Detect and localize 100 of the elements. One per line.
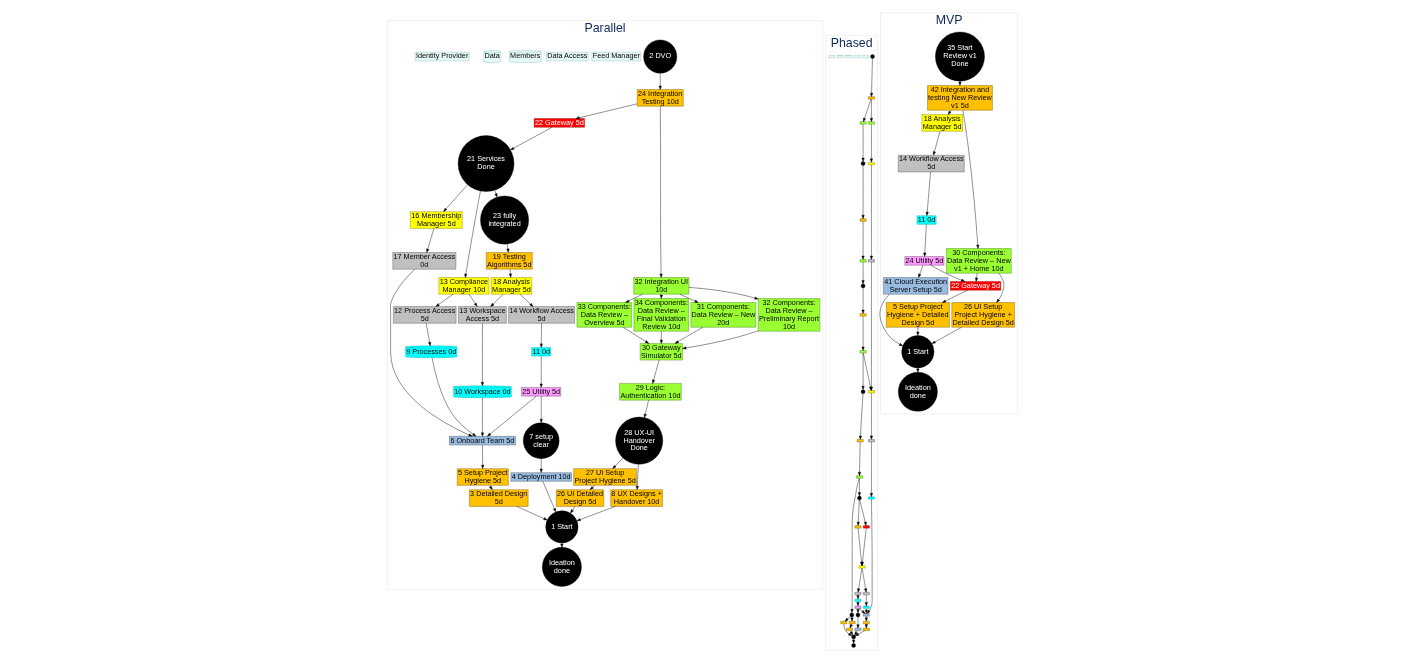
arrow xyxy=(516,506,548,521)
arrow xyxy=(947,110,952,115)
arrow xyxy=(425,323,432,346)
node-box: 17 Member Access 0d xyxy=(392,252,457,270)
node-box xyxy=(868,259,875,263)
arrow xyxy=(431,357,477,437)
arrow xyxy=(931,327,962,344)
arrow xyxy=(861,124,865,162)
arrow xyxy=(856,499,860,526)
node-box xyxy=(856,475,863,479)
arrow xyxy=(506,243,510,253)
node-box xyxy=(863,628,870,631)
node-box: 13 Workspace Access 5d xyxy=(458,306,507,324)
node-circle xyxy=(851,643,856,648)
arrow xyxy=(688,287,759,300)
node-box xyxy=(863,525,870,529)
arrow xyxy=(539,323,543,348)
node-box-text: 4 Deployment 10d xyxy=(510,472,572,482)
arrow xyxy=(925,171,931,216)
node-circle xyxy=(860,389,866,394)
arrow xyxy=(849,630,853,636)
arrow xyxy=(942,290,968,303)
node-box xyxy=(859,313,867,317)
node-box: 14 Workflow Access 5d xyxy=(508,306,575,324)
arrow xyxy=(879,294,903,347)
arrow xyxy=(519,294,534,307)
node-box xyxy=(868,121,875,125)
arrow xyxy=(861,352,865,390)
node-circle: 7 setup clear xyxy=(523,422,560,459)
node-box: 11 0d xyxy=(531,347,551,357)
node-box xyxy=(856,439,864,443)
arrow xyxy=(542,481,556,513)
arrow xyxy=(916,327,920,336)
node-box: 16 Membership Manager 5d xyxy=(410,211,463,229)
node-box xyxy=(859,259,867,263)
node-box xyxy=(858,565,866,569)
node-box-text: 24 Utility 5d xyxy=(904,256,945,266)
arrow xyxy=(996,272,1005,303)
arrow xyxy=(858,478,861,497)
arrow xyxy=(679,294,699,303)
arrow xyxy=(864,594,868,607)
node-box: 14 Workflow Access 5d xyxy=(898,155,965,173)
arrow xyxy=(870,124,873,163)
arrow xyxy=(612,457,624,469)
node-box xyxy=(863,592,870,595)
arrow xyxy=(481,323,484,386)
arrow xyxy=(510,127,553,151)
arrow xyxy=(859,393,864,440)
node-circle: Ideation done xyxy=(898,372,938,412)
arrow xyxy=(861,261,865,285)
node-box xyxy=(859,350,867,354)
node-circle: 2 DVO xyxy=(643,39,678,74)
node-box-text: Feed Manager xyxy=(591,52,641,62)
arrow xyxy=(481,444,485,469)
arrow xyxy=(858,441,861,476)
arrow xyxy=(426,228,435,253)
node-box xyxy=(862,55,869,58)
arrow xyxy=(933,131,941,156)
node-box-text: 19 Testing Algorithms 5d xyxy=(486,252,533,270)
arrow xyxy=(861,165,865,219)
arrow xyxy=(488,485,493,490)
node-box: 31 Components: Data Review – New 20d xyxy=(690,302,756,328)
node-circle xyxy=(860,161,866,166)
node-box-text: 26 UI Detailed Design 5d xyxy=(556,489,604,507)
node-box: 34 Components: Data Review – Final Validation Review 10d xyxy=(633,298,689,332)
node-box-text: 5 Setup Project Hygiene + Detailed Design 5d xyxy=(886,302,950,328)
arrow xyxy=(870,58,873,97)
arrow xyxy=(861,316,865,351)
arrow xyxy=(870,98,873,122)
arrow xyxy=(859,499,867,526)
node-box xyxy=(828,55,836,58)
node-box: 12 Process Access 5d xyxy=(393,306,457,324)
node-box xyxy=(868,390,875,394)
arrow xyxy=(625,294,643,303)
node-box: 30 Components: Data Review – New v1 + Home 10d xyxy=(946,248,1012,274)
arrow xyxy=(870,441,873,497)
node-box-text: 18 Analysis Manager 5d xyxy=(490,277,532,295)
node-box: 30 Gateway Simulator 5d xyxy=(639,343,683,361)
node-circle: Ideation done xyxy=(542,547,582,587)
node-box-text: 24 Integration Testing 10d xyxy=(637,89,684,107)
arrow xyxy=(643,400,649,418)
node-box: 25 Utility 5d xyxy=(521,387,561,397)
arrow xyxy=(863,98,872,122)
arrow xyxy=(861,221,865,260)
arrow xyxy=(930,265,966,282)
arrow xyxy=(623,327,649,344)
arrow xyxy=(864,616,868,622)
arrow xyxy=(494,189,498,198)
arrow xyxy=(589,485,596,490)
arrow xyxy=(464,190,481,278)
arrow xyxy=(576,506,616,522)
node-box xyxy=(868,439,875,443)
node-box-text: Identity Provider xyxy=(414,52,470,62)
arrow xyxy=(539,396,543,423)
node-box: Data Access xyxy=(546,52,589,62)
arrow xyxy=(870,392,873,440)
node-circle xyxy=(857,495,862,501)
arrow xyxy=(659,331,663,344)
node-box xyxy=(840,621,848,624)
arrow xyxy=(443,184,468,212)
